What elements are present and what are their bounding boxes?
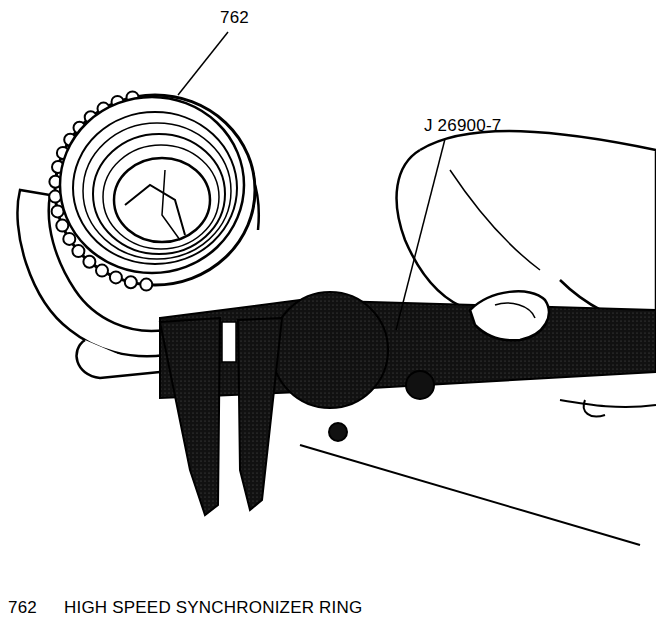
leader-line <box>178 32 228 95</box>
callout-number: 762 <box>8 598 37 618</box>
callout-number: 762 <box>220 8 249 28</box>
ring-tooth <box>125 276 137 288</box>
ring-tooth <box>96 265 108 277</box>
tool-number: J 26900-7 <box>424 116 501 136</box>
leader-line <box>396 139 445 330</box>
ring-tooth <box>83 256 95 268</box>
part-name: HIGH SPEED SYNCHRONIZER RING <box>64 598 362 618</box>
ring-tooth <box>63 233 75 245</box>
ring-tooth <box>110 271 122 283</box>
ring-tooth <box>140 279 152 291</box>
ring-tooth <box>72 245 84 257</box>
ring-tooth <box>56 220 68 232</box>
